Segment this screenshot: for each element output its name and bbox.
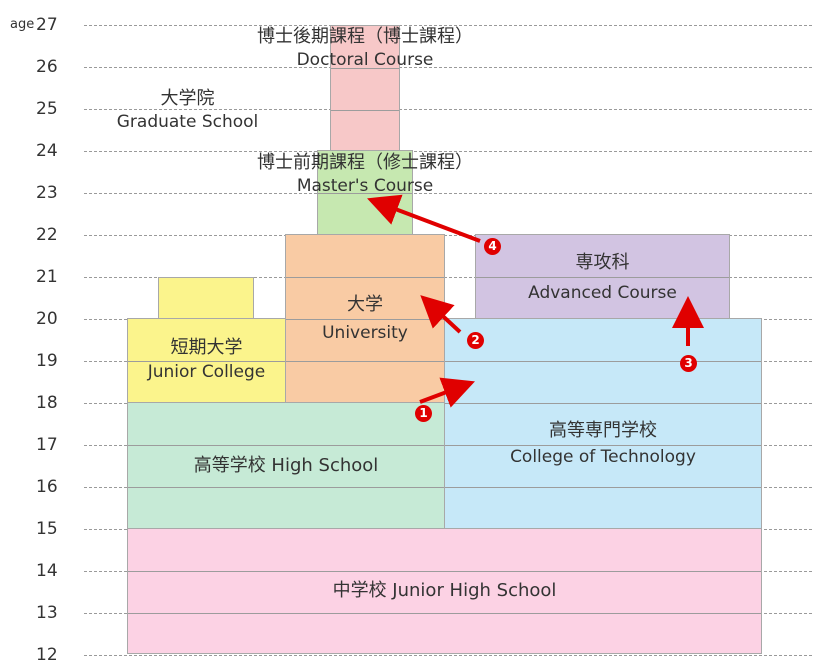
high-school-label: 高等学校 High School	[193, 455, 379, 476]
age-tick-20: 20	[36, 309, 58, 329]
age-tick-22: 22	[36, 225, 58, 245]
gridline-27	[84, 25, 812, 26]
masters-course-ja-label: 博士前期課程（修士課程）	[257, 152, 473, 173]
junior-college-extension-block	[158, 277, 254, 319]
gridline-25	[84, 109, 812, 110]
doctoral-course-ja-label: 博士後期課程（博士課程）	[257, 26, 473, 47]
graduate-school-ja-label: 大学院	[160, 88, 215, 109]
arrow-badge-1: 1	[415, 405, 432, 422]
arrow-1	[419, 377, 475, 408]
doctoral-course-block	[330, 25, 400, 151]
age-tick-18: 18	[36, 393, 58, 413]
college-of-technology-en-label: College of Technology	[510, 447, 696, 467]
age-tick-24: 24	[36, 141, 58, 161]
age-tick-15: 15	[36, 519, 58, 539]
college-of-technology-ja-label: 高等専門学校	[549, 420, 657, 441]
age-tick-25: 25	[36, 99, 58, 119]
junior-high-school-label: 中学校 Junior High School	[332, 580, 557, 601]
gridline-21	[84, 277, 812, 278]
age-tick-12: 12	[36, 645, 58, 665]
age-tick-14: 14	[36, 561, 58, 581]
age-tick-21: 21	[36, 267, 58, 287]
age-tick-23: 23	[36, 183, 58, 203]
age-tick-13: 13	[36, 603, 58, 623]
age-tick-27: 27	[36, 15, 58, 35]
arrow-badge-3: 3	[680, 355, 697, 372]
age-tick-26: 26	[36, 57, 58, 77]
masters-course-block	[317, 150, 413, 235]
high-school-block	[127, 402, 445, 529]
graduate-school-en-label: Graduate School	[116, 112, 259, 132]
age-tick-16: 16	[36, 477, 58, 497]
university-ja-label: 大学	[347, 294, 383, 315]
age-tick-17: 17	[36, 435, 58, 455]
gridline-22	[84, 235, 812, 236]
arrow-badge-2: 2	[467, 332, 484, 349]
masters-course-en-label: Master's Course	[296, 176, 434, 196]
advanced-course-en-label: Advanced Course	[528, 283, 677, 303]
advanced-course-ja-label: 専攻科	[575, 252, 630, 273]
junior-college-block	[127, 318, 286, 403]
arrow-badge-4: 4	[484, 238, 501, 255]
arrow-2	[420, 295, 462, 334]
junior-high-school-block	[127, 528, 762, 654]
gridline-12	[84, 655, 812, 656]
doctoral-course-en-label: Doctoral Course	[296, 50, 434, 70]
junior-college-en-label: Junior College	[147, 362, 266, 382]
college-of-technology-block	[444, 318, 762, 529]
university-en-label: University	[322, 323, 408, 343]
axis-title: age	[10, 17, 35, 32]
age-tick-19: 19	[36, 351, 58, 371]
junior-college-ja-label: 短期大学	[170, 337, 243, 358]
arrow-4	[367, 194, 481, 243]
gridline-23	[84, 193, 812, 194]
gridline-26	[84, 67, 812, 68]
university-block	[285, 234, 445, 403]
gridline-24	[84, 151, 812, 152]
